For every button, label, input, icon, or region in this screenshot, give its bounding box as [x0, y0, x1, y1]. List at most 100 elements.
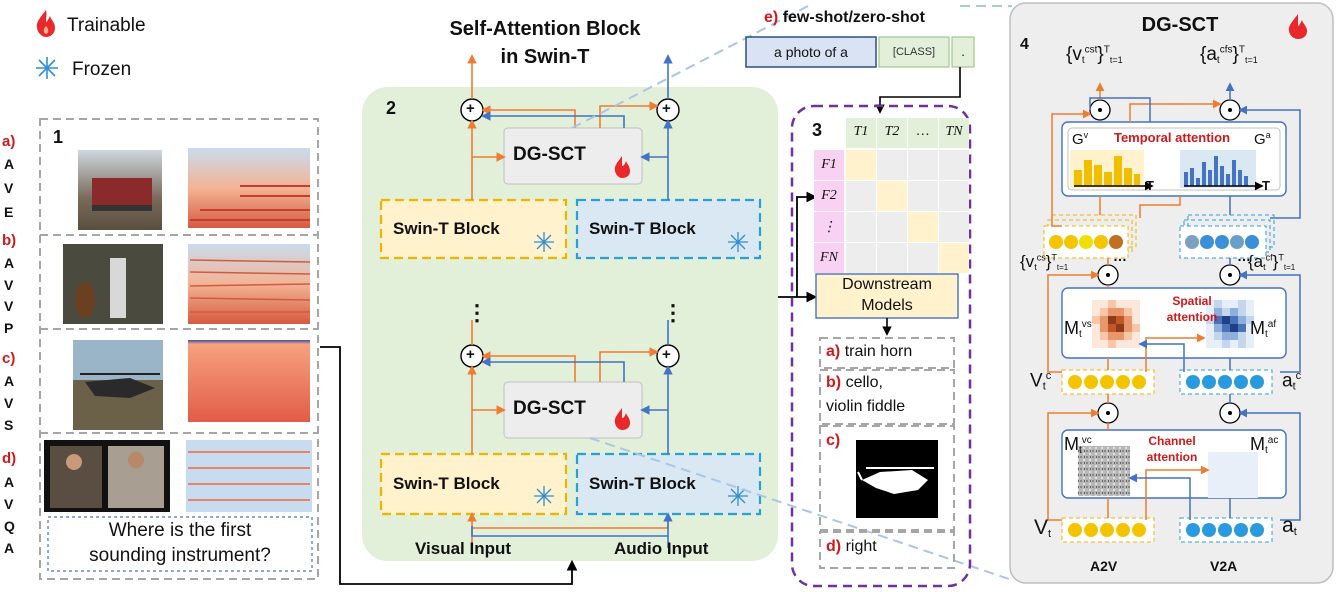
heat-cell — [1230, 316, 1238, 324]
task-code-char: E — [4, 204, 14, 220]
snowflake-icon — [36, 57, 58, 79]
f-header-col — [814, 150, 844, 273]
heat-cell — [1230, 340, 1238, 348]
gv-label: Gv — [1072, 130, 1089, 148]
heat-cell — [1246, 316, 1254, 324]
panel3-frame — [790, 104, 972, 588]
visual-token-row-input — [1061, 517, 1155, 543]
heat-cell — [1092, 332, 1100, 340]
heat-cell — [1100, 316, 1108, 324]
prompt-token-2 — [878, 36, 950, 68]
matrix-cell — [939, 212, 969, 242]
vt-label: Vt — [1034, 516, 1052, 540]
flame-icon — [614, 156, 630, 178]
matrix-cell — [908, 150, 938, 180]
heat-cell — [1246, 332, 1254, 340]
mvs-label: Mtvs — [1064, 318, 1092, 340]
f-header-cell: F1 — [821, 157, 837, 172]
heat-cell — [1100, 324, 1108, 332]
heat-cell — [1132, 340, 1140, 348]
task-code-char: P — [4, 320, 14, 336]
acf-label: {atcf}Tt=1 — [1248, 252, 1296, 272]
answer-c-letter: c) — [826, 432, 841, 449]
t-header-cell: … — [916, 124, 930, 139]
matrix-cell — [908, 243, 938, 273]
heat-cell — [1124, 300, 1132, 308]
panel2-title-line1: Self-Attention Block — [449, 18, 641, 40]
heat-cell — [1238, 324, 1246, 332]
output-visual-label: {vtcst}Tt=1 — [1066, 44, 1123, 66]
panel4-number: 4 — [1020, 36, 1029, 53]
spatial-visual-map — [1092, 300, 1140, 348]
segmentation-mask-image — [856, 440, 938, 518]
spectrogram-d — [186, 440, 312, 512]
answer-a: a) train horn — [826, 343, 912, 361]
downstream-line1: Downstream — [842, 276, 932, 293]
heat-cell — [1238, 300, 1246, 308]
heat-cell — [1206, 300, 1214, 308]
heat-cell — [1116, 300, 1124, 308]
downstream-line2: Models — [861, 297, 913, 314]
matrix-cell — [877, 243, 907, 273]
heat-cell — [1132, 300, 1140, 308]
audio-input-label: Audio Input — [614, 539, 709, 558]
heat-cell — [1230, 300, 1238, 308]
matrix-cell — [846, 181, 876, 211]
spatial-line2: attention — [1166, 310, 1218, 324]
heat-cell — [1238, 332, 1246, 340]
heat-cell — [1124, 308, 1132, 316]
heat-cell — [1246, 300, 1254, 308]
t-header-cell: T1 — [853, 124, 869, 139]
f-header-cell: FN — [820, 250, 838, 265]
matrix-cell — [877, 212, 907, 242]
dgsct-top-label: DG-SCT — [513, 144, 586, 165]
channel-line2: attention — [1146, 450, 1198, 464]
snowflake-icon — [534, 232, 554, 252]
heat-cell — [1246, 308, 1254, 316]
guitar-video-image — [44, 440, 170, 512]
heat-cell — [1092, 308, 1100, 316]
heat-cell — [1092, 316, 1100, 324]
prompt-token-2-text: [CLASS] — [892, 46, 936, 58]
plus-sign: + — [662, 346, 671, 363]
task-letter: d) — [2, 450, 17, 467]
dots-audio: … — [1237, 248, 1251, 264]
panel1-frame — [39, 118, 319, 580]
heat-cell — [1222, 340, 1230, 348]
channel-line1: Channel — [1148, 434, 1196, 448]
similarity-matrix — [846, 150, 969, 273]
heat-cell — [1238, 308, 1246, 316]
answer-letter: a) — [826, 343, 841, 360]
ellipsis-audio: ⋮ — [662, 300, 684, 325]
task-code-char: V — [4, 277, 14, 293]
channel-audio-map — [1208, 452, 1258, 498]
heat-cell — [1206, 324, 1214, 332]
temporal-attention-label: Temporal attention — [1113, 130, 1231, 145]
heat-cell — [1100, 300, 1108, 308]
spectrogram-b — [188, 244, 311, 324]
plus-sign: + — [662, 100, 671, 117]
swin-block-visual-top — [379, 198, 568, 260]
matrix-cell — [846, 212, 876, 242]
swin-block-audio-top — [575, 198, 762, 260]
t-axis-label: T — [1262, 178, 1270, 193]
audio-token-row-input — [1179, 517, 1273, 543]
question-line-1: Where is the first — [108, 520, 252, 541]
at-label: at — [1282, 514, 1297, 538]
answer-box — [819, 369, 955, 425]
temporal-audio-histogram — [1180, 150, 1256, 188]
answer-letter: b) — [826, 374, 842, 391]
flame-icon — [36, 10, 55, 37]
flame-icon — [614, 408, 630, 430]
heat-cell — [1214, 308, 1222, 316]
panel2-title-line2: in Swin-T — [500, 46, 590, 68]
answer-text: train horn — [844, 343, 913, 360]
spatial-audio-map — [1206, 300, 1254, 348]
heat-cell — [1222, 316, 1230, 324]
maf-label: Mtaf — [1250, 318, 1277, 340]
mvc-label: Mtvc — [1064, 434, 1092, 456]
question-line-2: sounding instrument? — [89, 545, 271, 566]
heat-cell — [1222, 332, 1230, 340]
